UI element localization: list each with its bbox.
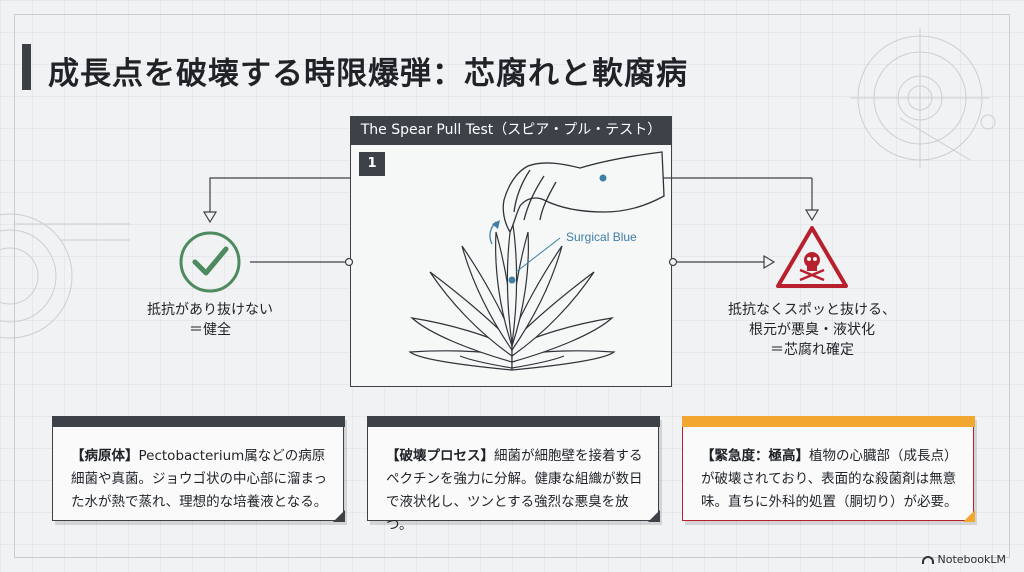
gear-decor-left	[0, 213, 130, 339]
notebooklm-logo-icon	[921, 555, 934, 564]
card-heading: 【病原体】	[71, 448, 139, 464]
outcome-rotten-line2: 根元が悪臭・液状化	[749, 322, 875, 338]
card-body: 細菌が細胞壁を接着するペクチンを強力に分解。健康な組織が数日で液状化し、ツンとす…	[386, 448, 643, 533]
plant-label-leader	[515, 237, 561, 273]
gear-decor-right	[850, 28, 996, 168]
plant-label: Surgical Blue	[566, 230, 637, 244]
outcome-healthy-line1: 抵抗があり抜けない	[147, 302, 273, 318]
card-top-bar	[366, 415, 660, 427]
card-corner	[647, 509, 660, 522]
slide-frame	[14, 14, 1010, 558]
card-urgency: 【緊急度：極高】植物の心臓部（成長点）が破壊されており、表面的な殺菌剤は無意味。…	[681, 415, 975, 522]
brand-label: NotebookLM	[937, 553, 1006, 566]
outcome-rotten: 抵抗なくスポッと抜ける、 根元が悪臭・液状化 ＝芯腐れ確定	[712, 300, 912, 360]
outcome-rotten-line1: 抵抗なくスポッと抜ける、	[728, 302, 896, 318]
card-corner	[962, 509, 975, 522]
card-body: Pectobacterium属などの病原細菌や真菌。ジョウゴ状の中心部に溜まった…	[71, 448, 328, 510]
notebooklm-brand: NotebookLM	[921, 553, 1006, 566]
card-top-bar	[51, 415, 345, 427]
hand-illustration	[502, 151, 665, 234]
panel-header: The Spear Pull Test（スピア・プル・テスト）	[350, 116, 672, 144]
card-heading: 【破壊プロセス】	[386, 448, 494, 464]
card-body: 植物の心臓部（成長点）が破壊されており、表面的な殺菌剤は無意味。直ちに外科的処置…	[701, 448, 958, 510]
card-heading: 【緊急度：極高】	[701, 448, 809, 464]
card-corner	[332, 509, 345, 522]
card-top-bar	[681, 415, 975, 427]
check-circle-icon	[179, 231, 241, 293]
card-text: 【破壊プロセス】細菌が細胞壁を接着するペクチンを強力に分解。健康な組織が数日で液…	[386, 445, 646, 537]
step-number-badge: 1	[359, 152, 385, 176]
outcome-rotten-line3: ＝芯腐れ確定	[770, 342, 854, 358]
hand-connector-dot	[599, 174, 607, 182]
outcome-healthy-line2: ＝健全	[189, 322, 231, 338]
skull-warning-icon	[776, 226, 848, 288]
pull-arrow-head	[492, 220, 500, 229]
title-accent-bar	[22, 44, 31, 90]
card-pathogen: 【病原体】Pectobacterium属などの病原細菌や真菌。ジョウゴ状の中心部…	[51, 415, 345, 522]
card-text: 【緊急度：極高】植物の心臓部（成長点）が破壊されており、表面的な殺菌剤は無意味。…	[701, 445, 961, 514]
card-text: 【病原体】Pectobacterium属などの病原細菌や真菌。ジョウゴ状の中心部…	[71, 445, 331, 514]
connector-left	[202, 177, 354, 267]
agave-plant-illustration	[408, 217, 616, 371]
page-title: 成長点を破壊する時限爆弾：芯腐れと軟腐病	[48, 56, 688, 92]
outcome-healthy: 抵抗があり抜けない ＝健全	[126, 300, 294, 340]
card-process: 【破壊プロセス】細菌が細胞壁を接着するペクチンを強力に分解。健康な組織が数日で液…	[366, 415, 660, 533]
spear-point-marker	[508, 276, 516, 284]
